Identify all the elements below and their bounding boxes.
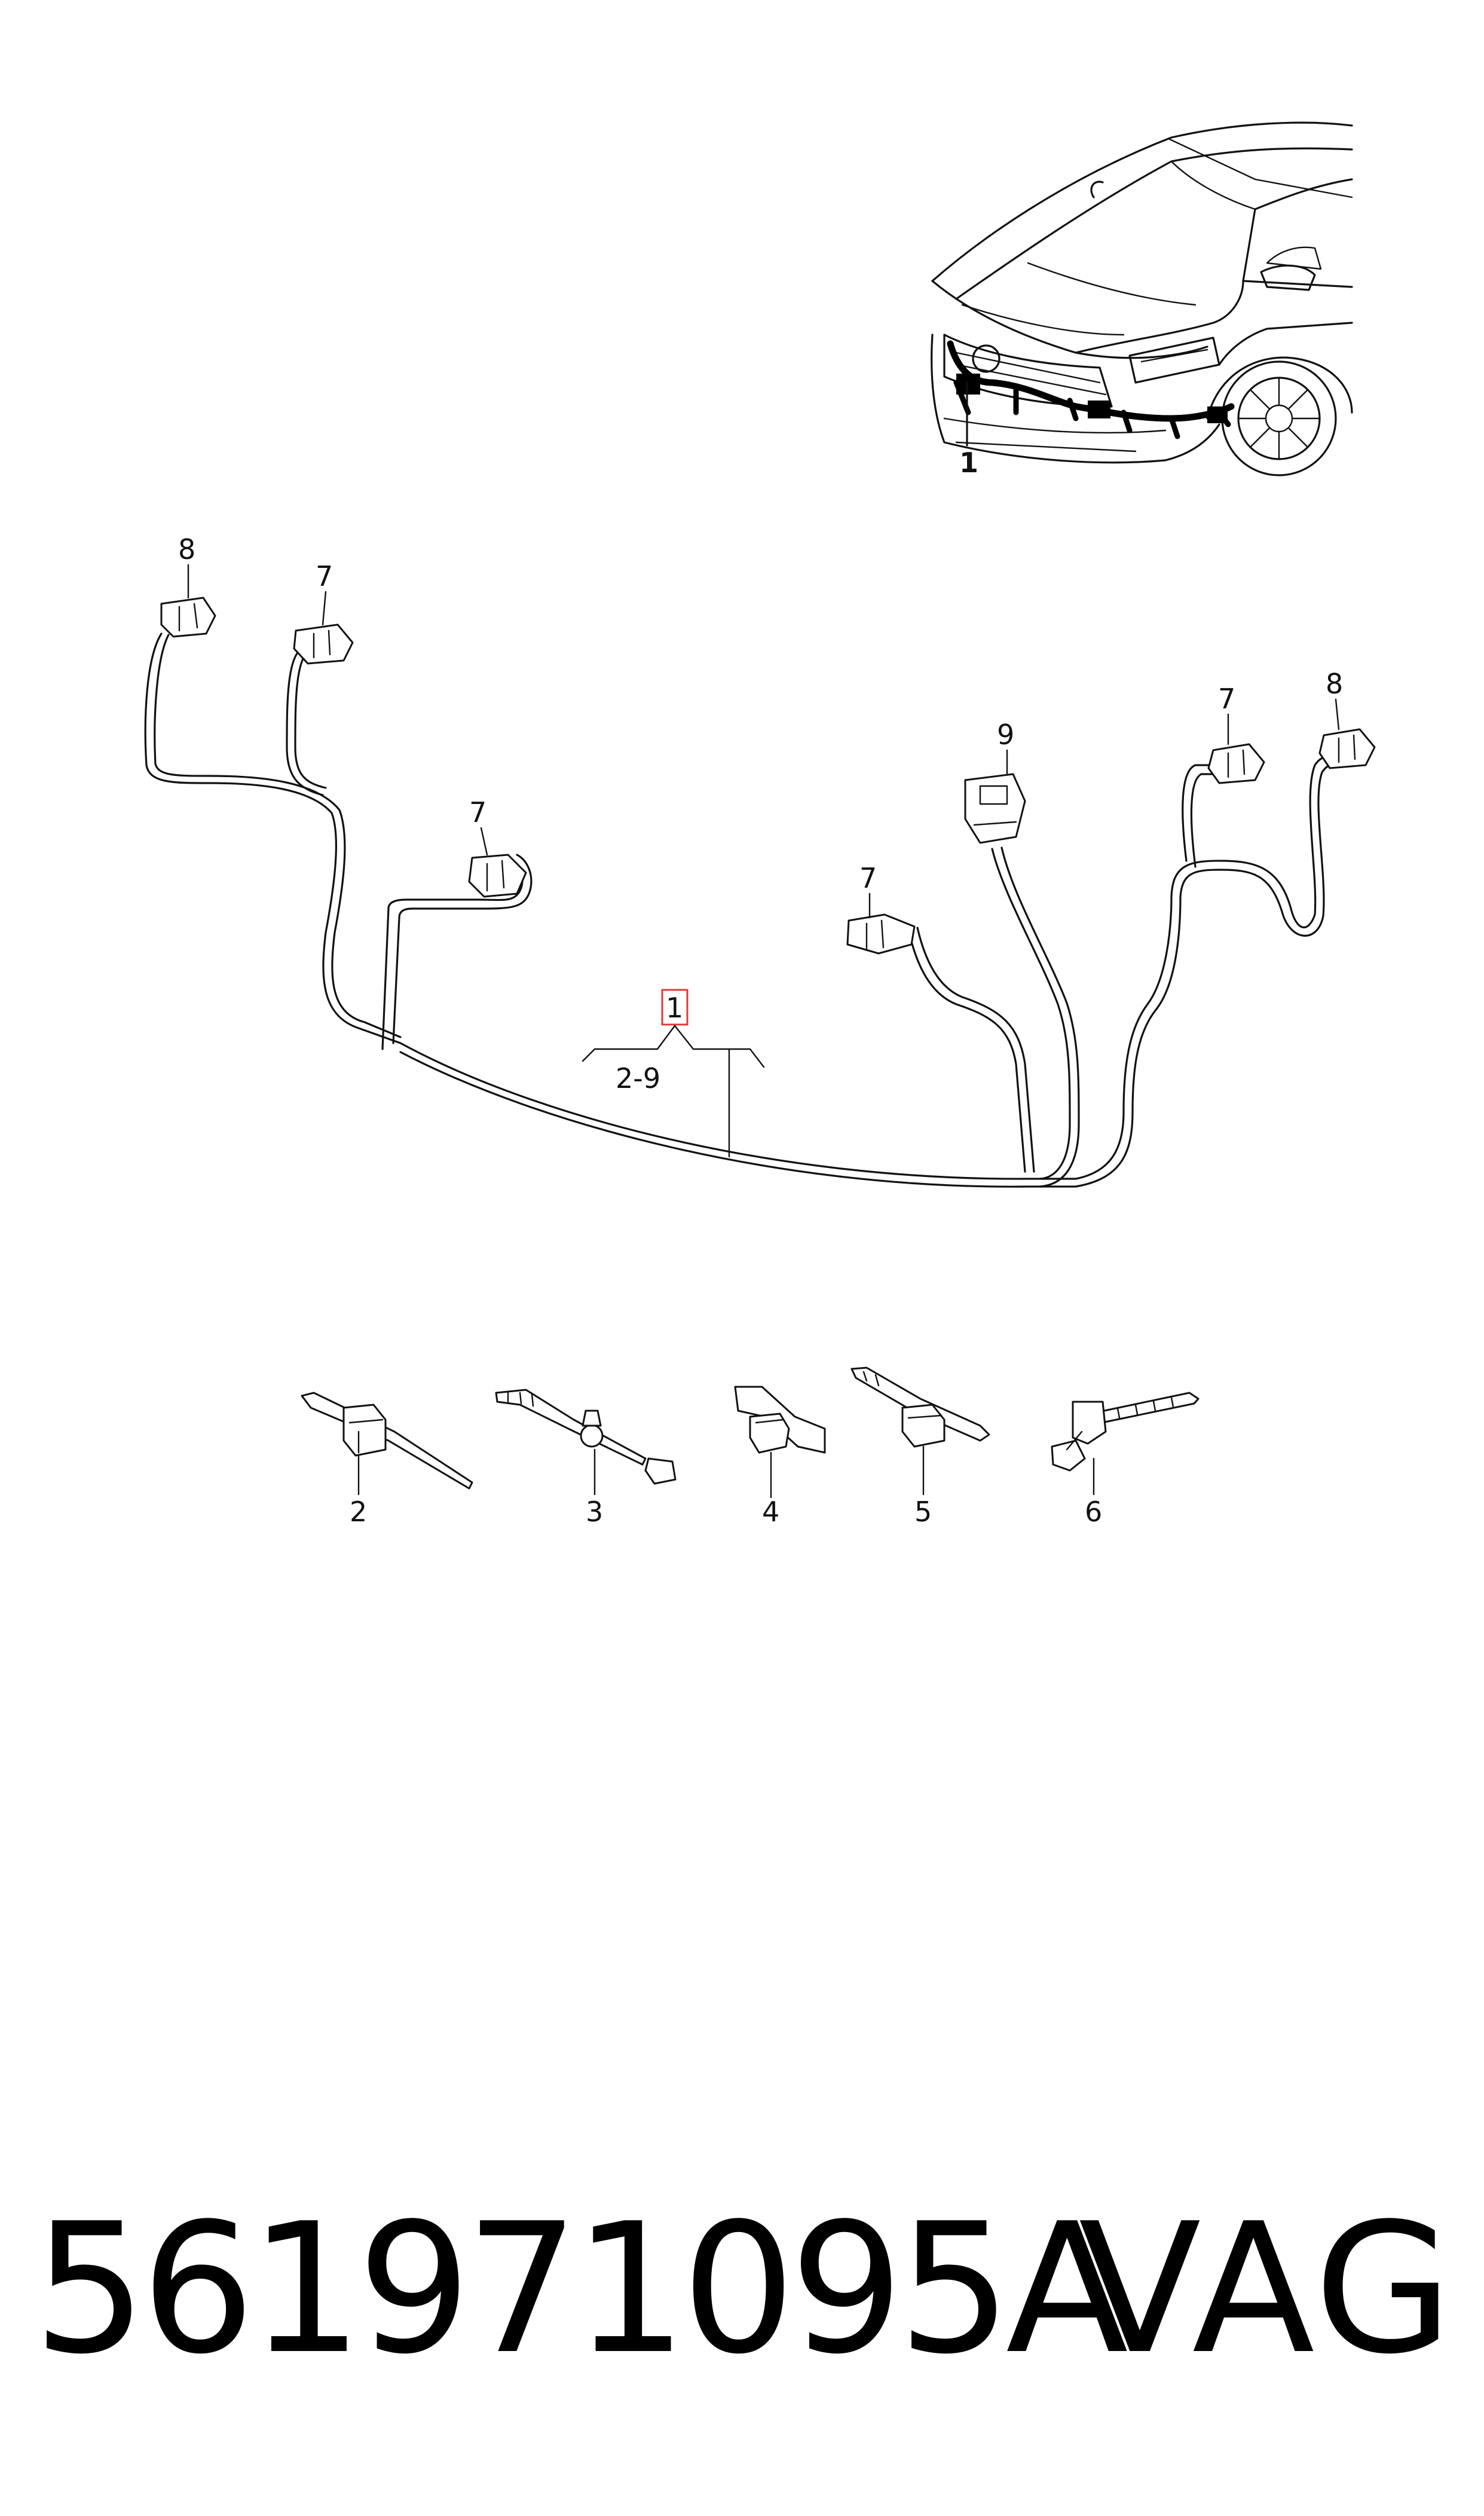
callout-7-right: 7 <box>1218 683 1235 715</box>
callout-9: 9 <box>997 719 1014 751</box>
callout-8-right: 8 <box>1326 668 1343 700</box>
sensor-connector-7-center-left <box>468 854 527 898</box>
vehicle-inset: 1 <box>931 121 1353 479</box>
callout-7-left: 7 <box>316 560 333 592</box>
wiring-harness: 8 7 7 7 9 7 8 1 2-9 <box>144 533 1376 1188</box>
callout-7-center-left: 7 <box>469 796 486 829</box>
main-callout-box <box>661 989 689 1026</box>
part-5-cable-tie-clip <box>850 1366 990 1496</box>
main-callout-1: 1 <box>666 992 683 1024</box>
callout-8-left: 8 <box>178 533 195 565</box>
sensor-connector-7-right <box>1207 743 1265 784</box>
callout-7-center-right: 7 <box>859 862 877 894</box>
sensor-connector-8-right <box>1318 728 1376 769</box>
fastener-row: 2 3 4 5 <box>301 1366 1200 1528</box>
callout-part-3: 3 <box>586 1496 603 1528</box>
callout-part-6: 6 <box>1085 1496 1102 1528</box>
callout-part-2: 2 <box>350 1496 367 1528</box>
callout-range-2-9: 2-9 <box>616 1062 660 1095</box>
part-3-cable-tie-stud <box>495 1389 677 1496</box>
connector-9 <box>964 773 1026 844</box>
callout-part-5: 5 <box>914 1496 932 1528</box>
callout-part-4: 4 <box>762 1496 779 1528</box>
sensor-connector-7-center-right <box>846 913 916 955</box>
sensor-connector-7-left <box>293 623 354 665</box>
part-6-fir-tree-tie <box>1051 1392 1200 1496</box>
brand-name: VAG <box>1078 2185 1455 2393</box>
part-4-edge-clip <box>734 1386 826 1499</box>
sensor-connector-8-left <box>160 597 216 638</box>
part-2-cable-tie-clip <box>301 1392 473 1496</box>
part-number: 561971095A <box>33 2185 1128 2393</box>
inset-callout-1: 1 <box>959 447 978 479</box>
footer: 561971095A VAG <box>33 2164 1455 2415</box>
